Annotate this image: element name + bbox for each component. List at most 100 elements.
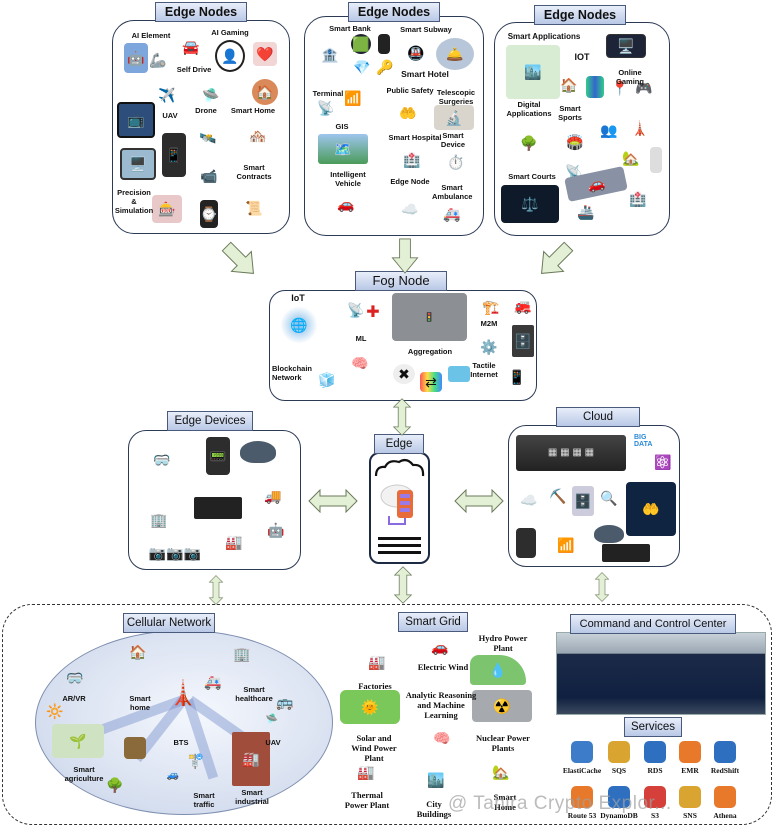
label-tactile-internet: Tactile Internet — [470, 361, 498, 379]
chip-icon: 🟩 — [351, 34, 371, 54]
surgery-robot-icon: 🔬 — [434, 105, 474, 130]
self-drive-car-icon: 🚘 — [182, 39, 200, 55]
label-smart-applications: Smart Applications — [507, 32, 581, 41]
server-rack-cloud-icon: ▦ ▦ ▦ ▦ — [516, 435, 626, 471]
tree-icon: 🌳 — [106, 777, 124, 793]
digital-apps-city-icon: 🏙️ — [506, 45, 560, 99]
label-blockchain-network: Blockchain Network — [272, 364, 313, 382]
service-athena-icon — [714, 786, 736, 808]
service-s3-label: S3 — [651, 811, 659, 820]
traffic-car-icon: 🚙 — [166, 770, 180, 781]
label-grid-smart-home: Smart Home — [493, 792, 517, 812]
label-city-buildings: City Buildings — [416, 799, 452, 819]
nuclear-plant-icon: ☢️ — [472, 690, 532, 722]
diamond-icon: 💎 — [353, 59, 371, 75]
label-public-safety: Public Safety — [386, 86, 434, 95]
health-heart-icon: ❤️ — [253, 42, 277, 66]
edge-devices-title: Edge Devices — [167, 411, 253, 431]
label-smart-device: Smart Device — [440, 131, 466, 149]
service-s3-icon — [644, 786, 666, 808]
edge-title: Edge — [374, 434, 424, 454]
service-rds-icon — [644, 741, 666, 763]
service-route-53-icon — [571, 786, 593, 808]
label-self-drive: Self Drive — [176, 65, 212, 74]
arrow-fog-edge-bidirectional — [390, 398, 414, 436]
edge-node-cloud-icon: ☁️ — [401, 201, 419, 217]
cordless-phone-icon — [650, 147, 662, 173]
service-redshift-label: RedShift — [710, 766, 740, 775]
arrow-edge-left-to-fog — [215, 235, 264, 284]
intersection-aggregation-icon: 🚦 — [392, 293, 467, 341]
label-ai-gaming: AI Gaming — [211, 28, 249, 37]
m2m-robot-icon: 🏗️ — [482, 299, 500, 315]
cctv-cameras-icon: 📷📷📷 — [148, 545, 202, 561]
label-smart-agriculture: Smart agriculture — [64, 765, 104, 783]
fog-node-title: Fog Node — [355, 271, 447, 291]
smart-city-icon: 🏢 — [150, 512, 168, 528]
service-sqs-icon — [608, 741, 630, 763]
dvr-box-cloud-icon — [602, 544, 650, 562]
network-device-icon — [448, 366, 470, 382]
satellite-dish-icon: 📡 — [317, 100, 335, 116]
smart-device-icon: ⏱️ — [447, 154, 465, 170]
database-server-icon: 🗄️ — [572, 486, 594, 516]
digital-hand-icon: 🤲 — [626, 482, 676, 536]
label-smart-subway: Smart Subway — [400, 25, 452, 34]
service-elasticache-label: ElastiCache — [562, 766, 602, 775]
smart-speaker-cloud-icon — [594, 525, 624, 543]
dvr-box-icon — [194, 497, 242, 519]
label-smart-healthcare: Smart healthcare — [235, 685, 273, 703]
label-solar-wind: Solar and Wind Power Plant — [351, 733, 397, 763]
label-thermal: Thermal Power Plant — [344, 790, 390, 810]
watermark-text: @ Tahira Crypto Explor... — [448, 793, 672, 814]
label-ai-element: AI Element — [131, 31, 171, 40]
conveyor-factory-icon: 🏭 — [225, 534, 243, 550]
gaming-monitor-icon: 🖥️ — [606, 34, 646, 58]
ml-head-icon: 🧠 — [351, 355, 369, 371]
bank-icon: 🏦 — [321, 47, 339, 63]
smart-grid-title: Smart Grid — [398, 612, 468, 632]
simulation-icon: 🎰 — [152, 195, 182, 223]
label-bts: BTS — [173, 738, 189, 747]
label-smart-bank: Smart Bank — [329, 24, 371, 33]
ai-head-icon: 🤖 — [267, 522, 285, 538]
label-gis: GIS — [335, 122, 349, 131]
edge-nodes-right-title: Edge Nodes — [534, 5, 626, 25]
vr-user-icon: 🥽 — [153, 452, 171, 468]
mobile-payment-icon — [378, 34, 390, 54]
public-safety-hands-icon: 🤲 — [399, 105, 417, 121]
bus-icon: 🚌 — [276, 694, 294, 710]
solar-wind-plant-icon: 🌞 — [340, 690, 400, 724]
stadium-icon: 🏟️ — [566, 134, 584, 150]
label-online-gaming: Online Gaming — [616, 68, 644, 86]
label-iot: IoT — [291, 293, 305, 303]
service-emr-icon — [679, 741, 701, 763]
smart-hotel-photo-icon: 🛎️ — [436, 38, 474, 70]
arrow-edge-cloud-bidirectional — [454, 489, 504, 513]
logistics-map-icon: 🚚 — [264, 488, 282, 504]
ai-gaming-icon: 👤 — [215, 40, 245, 72]
game-controller-icon: 🎮 — [635, 80, 653, 96]
cellular-network-title: Cellular Network — [123, 613, 215, 633]
service-emr-label: EMR — [681, 766, 699, 775]
smart-home-cell-icon: 🏠 — [129, 644, 147, 660]
service-sqs-label: SQS — [611, 766, 627, 775]
service-redshift-icon — [714, 741, 736, 763]
subway-train-icon: 🚇 — [407, 45, 425, 61]
label-factories: Factories — [358, 681, 392, 691]
service-sns-label: SNS — [683, 811, 697, 820]
label-terminal: Terminal — [312, 89, 344, 98]
service-route-53-label: Route 53 — [567, 811, 597, 820]
arrow-edge-devices-edge-bidirectional — [308, 489, 358, 513]
service-sns-icon — [679, 786, 701, 808]
label-edge-node: Edge Node — [390, 177, 430, 186]
label-smart-ambulance: Smart Ambulance — [432, 183, 473, 201]
medical-device-cloud-icon — [516, 528, 536, 558]
road-icon — [586, 76, 604, 98]
label-m2m: M2M — [480, 319, 498, 328]
label-cell-smart-home: Smart home — [129, 694, 151, 712]
iot-globe-icon: 🌐 — [277, 303, 321, 347]
service-rds-label: RDS — [647, 766, 663, 775]
iot-text-icon: IOT — [574, 51, 590, 62]
house-icon: 🏡 — [622, 150, 640, 166]
